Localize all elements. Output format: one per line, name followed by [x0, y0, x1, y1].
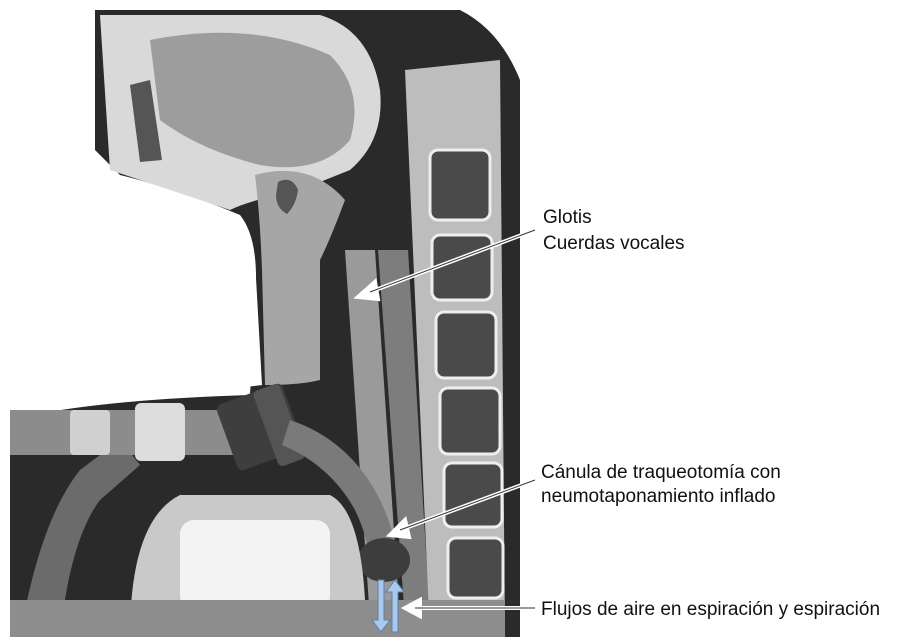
canula-label-line1: Cánula de traqueotomía con [541, 461, 781, 485]
connector-ring [135, 403, 185, 461]
vertebra [440, 388, 500, 454]
vertebra [448, 538, 503, 598]
neck-front [10, 180, 262, 410]
glotis-label: Glotis [543, 206, 592, 230]
base-glare [180, 520, 330, 610]
vertebra [436, 312, 496, 378]
canula-label-line2: neumotaponamiento inflado [541, 485, 776, 509]
table-surface [10, 600, 505, 637]
hose-connector [10, 410, 250, 455]
vertebra [430, 150, 490, 220]
flujos-label: Flujos de aire en espiración y espiració… [541, 598, 880, 622]
connector-ring [70, 410, 110, 455]
inflated-cuff [358, 538, 410, 582]
vertebra [432, 235, 492, 300]
cuerdas-vocales-label: Cuerdas vocales [543, 232, 685, 256]
